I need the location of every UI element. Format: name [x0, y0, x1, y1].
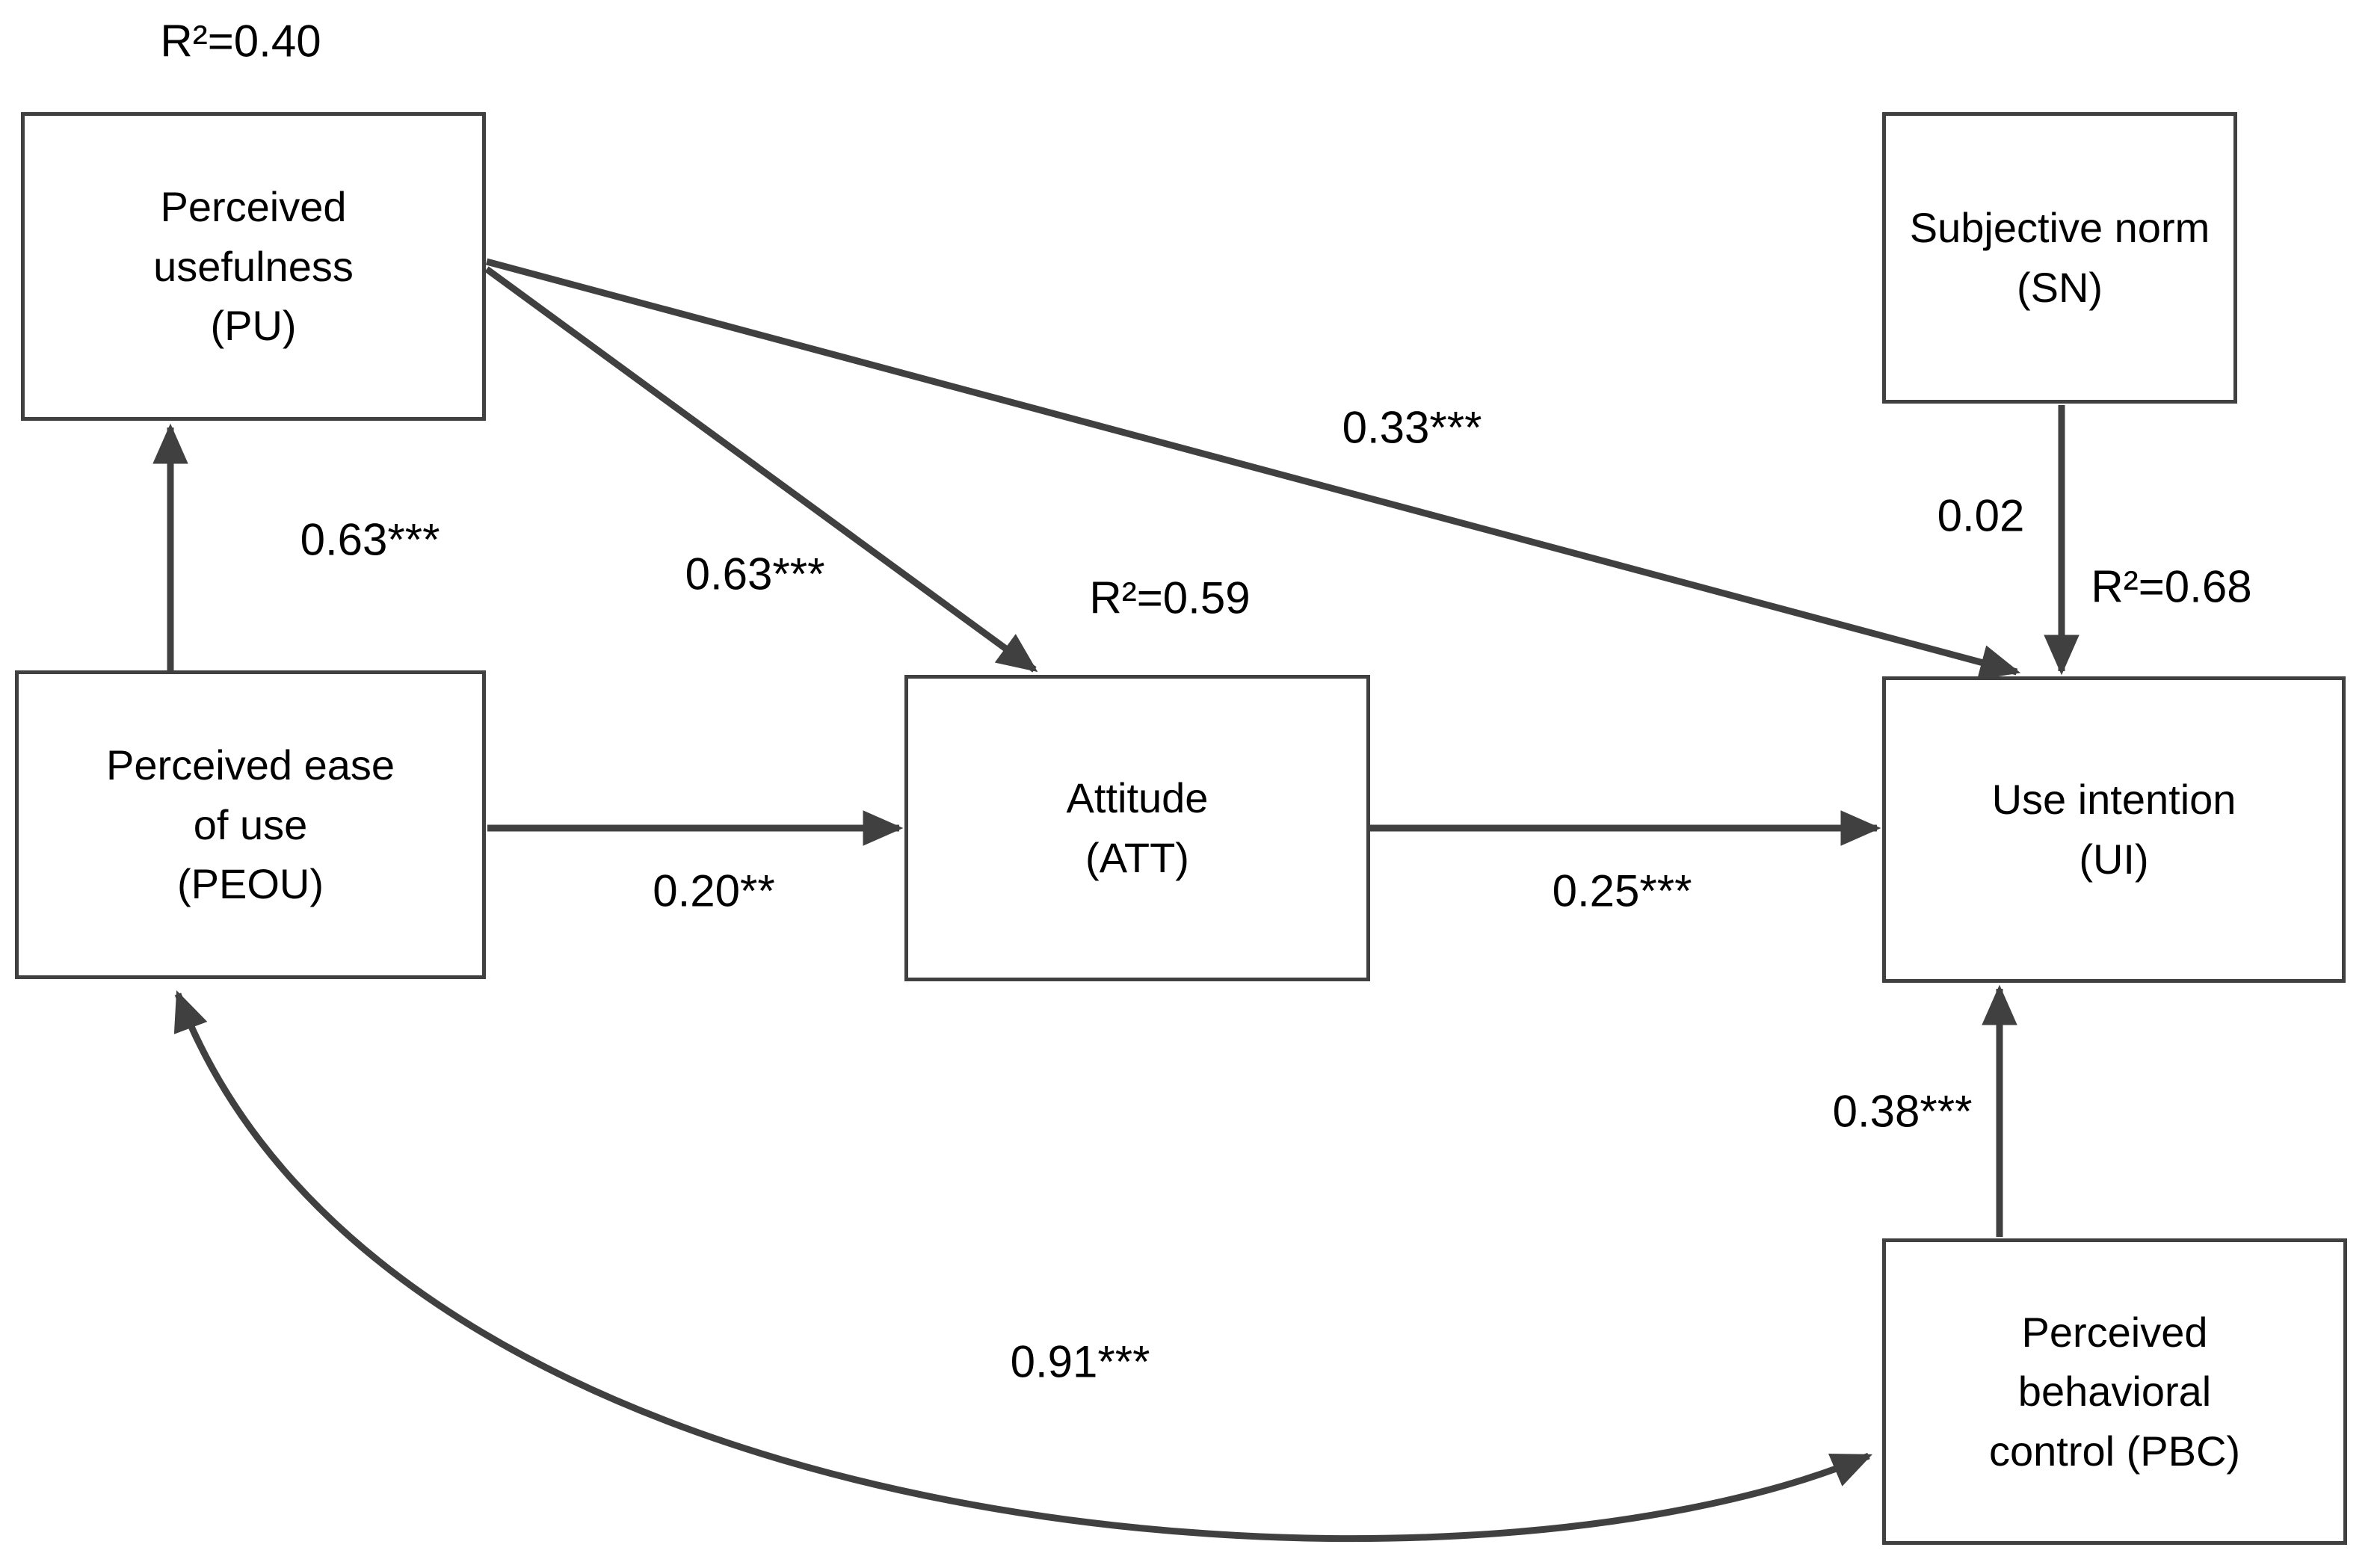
coefficient-att-ui: 0.25*** — [1552, 865, 1692, 916]
coefficient-pu-att: 0.63*** — [685, 549, 825, 599]
node-subjective-norm-label: Subjective norm (SN) — [1909, 204, 2210, 311]
arrow-peou-pbc-covariance — [173, 990, 1872, 1543]
coefficient-peou-pu: 0.63*** — [300, 514, 440, 565]
node-attitude-label: Attitude (ATT) — [1066, 774, 1209, 881]
coefficient-peou-pbc: 0.91*** — [1010, 1336, 1150, 1387]
node-perceived-usefulness: Perceived usefulness (PU) — [21, 112, 486, 421]
node-perceived-ease-of-use: Perceived ease of use (PEOU) — [15, 670, 486, 979]
node-perceived-usefulness-label: Perceived usefulness (PU) — [153, 183, 354, 350]
node-use-intention-label: Use intention (UI) — [1991, 776, 2236, 883]
node-perceived-behavioral-control: Perceived behavioral control (PBC) — [1882, 1238, 2347, 1545]
node-attitude: Attitude (ATT) — [904, 675, 1370, 981]
arrow-pu-to-ui — [485, 258, 2021, 680]
r-squared-pu: R²=0.40 — [160, 16, 321, 67]
node-perceived-ease-of-use-label: Perceived ease of use (PEOU) — [105, 741, 395, 908]
coefficient-sn-ui: 0.02 — [1937, 490, 2025, 541]
coefficient-peou-att: 0.20** — [653, 865, 775, 916]
coefficient-pu-ui: 0.33*** — [1342, 402, 1482, 453]
r-squared-att: R²=0.59 — [1089, 572, 1251, 623]
node-use-intention: Use intention (UI) — [1882, 676, 2346, 983]
arrow-pu-to-att — [484, 266, 1038, 673]
coefficient-pbc-ui: 0.38*** — [1832, 1086, 1973, 1137]
node-subjective-norm: Subjective norm (SN) — [1882, 112, 2237, 404]
node-perceived-behavioral-control-label: Perceived behavioral control (PBC) — [1988, 1308, 2241, 1475]
r-squared-ui: R²=0.68 — [2091, 561, 2252, 612]
